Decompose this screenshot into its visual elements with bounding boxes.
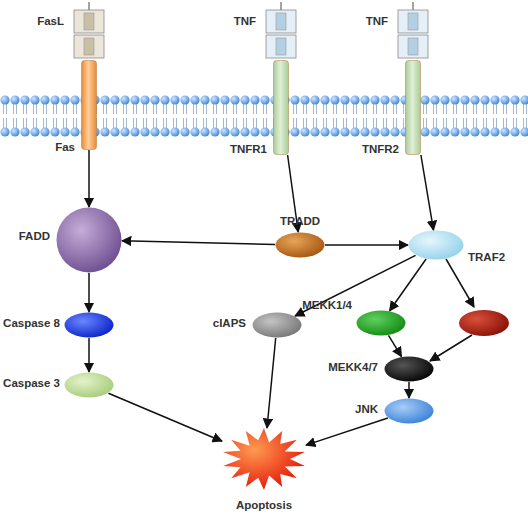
protein-ellipse-shape	[252, 312, 302, 338]
signal-arrow	[295, 255, 416, 316]
ligand: TNF	[264, 2, 298, 60]
kinase-ellipse-shape	[356, 310, 406, 336]
signal-arrow	[306, 418, 388, 445]
ligand-shape	[396, 2, 430, 60]
kinase-ellipse-shape	[384, 356, 434, 382]
receptor: TNFR2	[405, 60, 421, 155]
ligand-shape	[264, 2, 298, 60]
receptor: TNFR1	[273, 60, 289, 155]
receptor: Fas	[81, 60, 97, 150]
signal-arrow	[430, 335, 472, 361]
adaptor-ellipse-shape	[408, 230, 464, 260]
receptor-shape	[405, 60, 421, 155]
caspase-ellipse-shape	[64, 372, 114, 398]
adaptor-circle-shape	[56, 207, 122, 273]
adaptor-ellipse: TRADD	[275, 232, 325, 258]
receptor-shape	[81, 60, 97, 150]
kinase-ellipse-shape	[384, 398, 434, 424]
signal-arrow	[88, 150, 90, 207]
kinase-ellipse: MEKK4/7	[384, 356, 434, 382]
node-label: cIAPS	[213, 316, 246, 330]
signal-arrow	[88, 338, 90, 372]
caspase-ellipse: Caspase 3	[64, 372, 114, 398]
node-label: FADD	[19, 229, 50, 243]
node-label: TRAF2	[468, 250, 505, 264]
node-label: Caspase 3	[3, 376, 60, 390]
node-label: TNF	[366, 14, 388, 28]
node-label: Apoptosis	[236, 498, 292, 512]
kinase-ellipse: JNK	[384, 398, 434, 424]
node-label: JNK	[355, 402, 378, 416]
node-label: MEKK4/7	[328, 360, 378, 374]
node-label: TNFR1	[230, 142, 267, 156]
signal-arrow	[122, 241, 275, 245]
node-label: FasL	[37, 14, 64, 28]
node-label: TNF	[234, 14, 256, 28]
apoptosis-burst: Apoptosis	[222, 428, 306, 490]
ligand-shape	[72, 2, 106, 60]
apoptosis-burst-shape	[222, 428, 306, 490]
adaptor-circle: FADD	[56, 207, 122, 273]
node-label: MEKK1/4	[302, 298, 352, 312]
caspase-ellipse-shape	[64, 312, 114, 338]
signal-arrow	[267, 338, 276, 428]
receptor-shape	[273, 60, 289, 155]
node-label: TNFR2	[362, 142, 399, 156]
signal-arrow	[421, 155, 434, 230]
signal-arrow	[88, 273, 90, 312]
adaptor-ellipse: TRAF2	[408, 230, 464, 260]
signal-arrow	[446, 259, 474, 307]
ligand: TNF	[396, 2, 430, 60]
node-label: TRADD	[280, 214, 320, 228]
signal-arrow	[325, 244, 408, 246]
caspase-ellipse: Caspase 8	[64, 312, 114, 338]
node-label: Caspase 8	[3, 316, 60, 330]
lipid-bilayer	[0, 95, 528, 137]
adaptor-ellipse-shape	[275, 232, 325, 258]
ligand: FasL	[72, 2, 106, 60]
signal-arrow	[389, 335, 402, 356]
signal-arrow	[390, 259, 427, 311]
signal-arrow	[108, 393, 222, 441]
kinase-ellipse: MEKK1/4	[356, 310, 406, 336]
signal-arrow	[408, 382, 410, 398]
node-label: Fas	[55, 140, 75, 154]
unlabeled-kinase	[459, 310, 509, 336]
protein-ellipse: cIAPS	[252, 312, 302, 338]
